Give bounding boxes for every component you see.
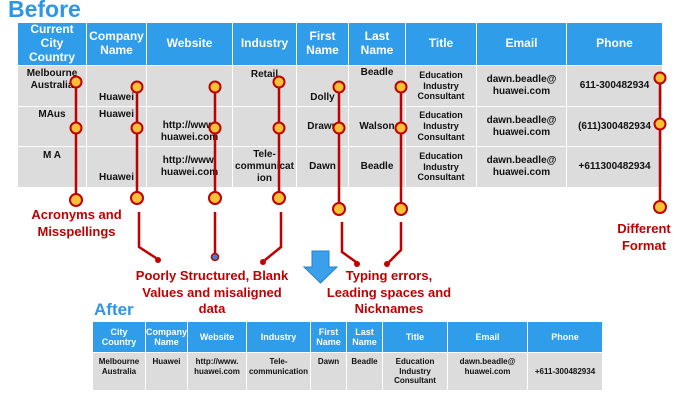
cell-industry: Tele- communication [246, 352, 312, 391]
marker-dot [653, 71, 667, 85]
annotation-different-format: Different Format [617, 221, 671, 253]
marker-dot [130, 191, 144, 205]
marker-dot [130, 80, 144, 94]
header-title: Title [382, 321, 449, 353]
connector-line [340, 222, 357, 264]
header-city-country: City Country [92, 321, 146, 353]
cell-industry: Retail [232, 65, 297, 107]
cell-industry [232, 106, 297, 147]
cell-last-name: Beadle [348, 146, 406, 188]
header-first-name: First Name [296, 22, 349, 66]
connector-end-dot [260, 259, 266, 265]
annotation-acronyms: Acronyms and Misspellings [31, 207, 122, 239]
cell-company: Huawei [144, 352, 189, 391]
marker-dot [272, 75, 286, 89]
cell-last-name: Beadle [346, 352, 384, 391]
before-table: Current City Country Company Name Websit… [17, 22, 663, 188]
marker-dot [394, 80, 408, 94]
cell-website: http://www. huawei.com [187, 352, 248, 391]
marker-dot [69, 75, 83, 89]
marker-dot [394, 121, 408, 135]
marker-dot [208, 80, 222, 94]
before-header-row: Current City Country Company Name Websit… [17, 22, 663, 66]
header-last-name: Last Name [346, 321, 384, 353]
connector-end-dot [384, 261, 390, 267]
cell-phone: +611-300482934 [527, 352, 604, 391]
cell-email: dawn.beadle@ huawei.com [476, 65, 567, 107]
cell-industry: Tele- communicat ion [232, 146, 297, 188]
cell-phone: 611-300482934 [566, 65, 663, 107]
marker-dot [332, 121, 346, 135]
connector-end-dot [354, 261, 360, 267]
marker-dot [69, 193, 83, 207]
header-website: Website [187, 321, 248, 353]
marker-dot [69, 121, 83, 135]
connector-end-dot [155, 257, 161, 263]
header-industry: Industry [232, 22, 297, 66]
marker-dot [208, 121, 222, 135]
annotation-poorly-structured: Poorly Structured, Blank Values and misa… [135, 268, 289, 317]
marker-dot [332, 202, 346, 216]
cell-website: http://www. huawei.com [146, 146, 233, 188]
cell-phone: +611300482934 [566, 146, 663, 188]
marker-dot [208, 191, 222, 205]
cell-email: dawn.beadle@ huawei.com [476, 106, 567, 147]
connector-line [388, 222, 403, 263]
table-row: Melbourne Australia Huawei Retail Dolly … [17, 65, 663, 107]
header-title: Title [405, 22, 477, 66]
table-row: Melbourne Australia Huawei http://www. h… [92, 352, 604, 391]
cell-phone: (611)300482934 [566, 106, 663, 147]
header-last-name: Last Name [348, 22, 406, 66]
marker-dot [332, 80, 346, 94]
header-first-name: First Name [310, 321, 348, 353]
after-title: After [94, 300, 134, 319]
header-phone: Phone [566, 22, 663, 66]
cell-email: dawn.beadle@ huawei.com [447, 352, 529, 391]
connector-end-dot [210, 252, 220, 262]
after-table: City Country Company Name Website Indust… [92, 321, 604, 391]
cell-email: dawn.beadle@ huawei.com [476, 146, 567, 188]
down-arrow-icon [302, 250, 339, 284]
annotation-typing-errors: Typing errors, Leading spaces and Nickna… [326, 268, 452, 317]
marker-dot [653, 200, 667, 214]
header-phone: Phone [527, 321, 604, 353]
connector-line [137, 212, 157, 260]
cell-first-name: Dawn [310, 352, 348, 391]
header-company-name: Company Name [144, 321, 189, 353]
table-row: MAus Huawei http://www. huawei.com Drawn… [17, 106, 663, 147]
cell-city-country: Melbourne Australia [92, 352, 146, 391]
after-header-row: City Country Company Name Website Indust… [92, 321, 604, 353]
cell-title: Education Industry Consultant [405, 146, 477, 188]
cell-title: Education Industry Consultant [382, 352, 449, 391]
header-website: Website [146, 22, 233, 66]
cell-title: Education Industry Consultant [405, 106, 477, 147]
header-email: Email [447, 321, 529, 353]
marker-dot [272, 121, 286, 135]
before-title: Before [8, 0, 81, 22]
marker-dot [272, 191, 286, 205]
marker-dot [394, 202, 408, 216]
marker-dot [130, 121, 144, 135]
connector-line [264, 212, 283, 261]
marker-dot [653, 117, 667, 131]
header-industry: Industry [246, 321, 312, 353]
